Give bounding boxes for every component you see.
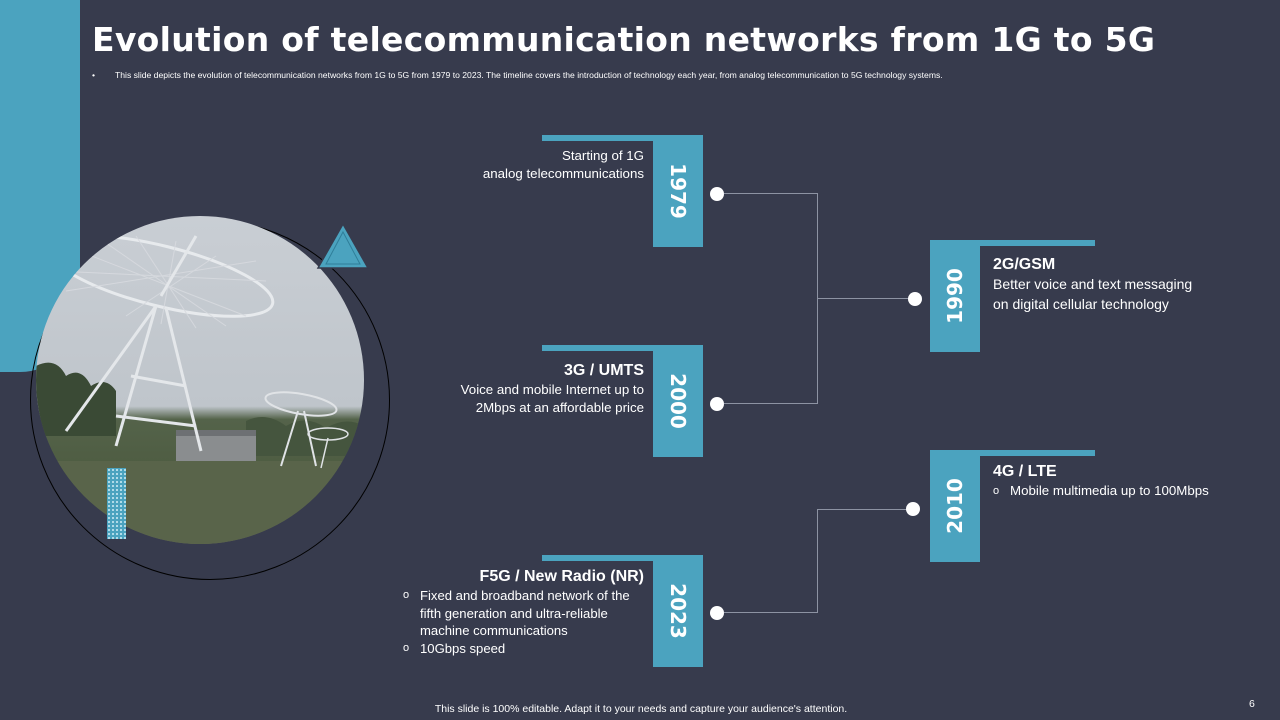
connector-2010-h <box>817 509 913 510</box>
year-2010-text: 4G / LTE Mobile multimedia up to 100Mbps <box>993 461 1253 500</box>
year-1979-box: 1979 <box>653 135 703 247</box>
year-1990-label: 1990 <box>943 268 967 324</box>
year-2000-line-1: Voice and mobile Internet up to <box>460 382 644 397</box>
year-2010-heading: 4G / LTE <box>993 463 1057 480</box>
year-2023-label: 2023 <box>666 583 690 639</box>
page-number: 6 <box>1249 698 1255 710</box>
year-1990-topbar <box>980 240 1095 246</box>
year-1990-line-2: on digital cellular technology <box>993 295 1169 312</box>
year-1979-topbar <box>542 135 653 141</box>
year-2023-box: 2023 <box>653 555 703 667</box>
year-2000-box: 2000 <box>653 345 703 457</box>
year-2023-bullet-1: Fixed and broadband network of the fifth… <box>400 587 648 640</box>
year-2000-line-2: 2Mbps at an affordable price <box>475 400 644 415</box>
year-2023-topbar <box>542 555 653 561</box>
year-2023-heading: F5G / New Radio (NR) <box>479 568 644 585</box>
connector-1990-h <box>817 298 913 299</box>
year-1990-box: 1990 <box>930 240 980 352</box>
slide-title: Evolution of telecommunication networks … <box>92 20 1156 59</box>
year-1990-line-1: Better voice and text messaging <box>993 276 1193 292</box>
year-2010-box: 2010 <box>930 450 980 562</box>
year-1990-text: 2G/GSM Better voice and text messaging o… <box>993 254 1253 314</box>
year-1979-line-1: Starting of 1G <box>561 148 644 163</box>
year-2010-bullets: Mobile multimedia up to 100Mbps <box>990 482 1253 500</box>
connector-2023-h <box>724 612 818 613</box>
dotted-accent-strip <box>107 468 126 539</box>
year-1979-line-2: analog telecommunications <box>482 166 644 181</box>
year-2023-bullets: Fixed and broadband network of the fifth… <box>400 587 648 657</box>
year-1979-text: Starting of 1G analog telecommunications <box>420 147 644 183</box>
year-1979-label: 1979 <box>666 163 690 219</box>
year-1990-heading: 2G/GSM <box>993 256 1056 273</box>
connector-2000-h <box>724 403 818 404</box>
year-2023-bullet-2: 10Gbps speed <box>400 640 648 658</box>
bullet-marker: • <box>92 70 96 80</box>
connector-1979-h <box>724 193 818 194</box>
timeline-node-2010 <box>906 502 920 516</box>
satellite-dish-photo <box>36 216 364 544</box>
timeline-node-2000 <box>710 397 724 411</box>
description-text: This slide depicts the evolution of tele… <box>115 70 943 80</box>
year-2010-label: 2010 <box>943 478 967 534</box>
year-2010-topbar <box>980 450 1095 456</box>
year-2000-topbar <box>542 345 653 351</box>
timeline-node-1979 <box>710 187 724 201</box>
year-2000-label: 2000 <box>666 373 690 429</box>
year-2000-text: 3G / UMTS Voice and mobile Internet up t… <box>400 360 644 417</box>
footer-note: This slide is 100% editable. Adapt it to… <box>434 703 848 715</box>
year-2010-bullet-1: Mobile multimedia up to 100Mbps <box>990 482 1253 500</box>
connector-2023-v <box>817 509 818 613</box>
timeline-node-2023 <box>710 606 724 620</box>
timeline-node-1990 <box>908 292 922 306</box>
triangle-accent <box>316 222 370 269</box>
year-2000-heading: 3G / UMTS <box>563 362 644 379</box>
